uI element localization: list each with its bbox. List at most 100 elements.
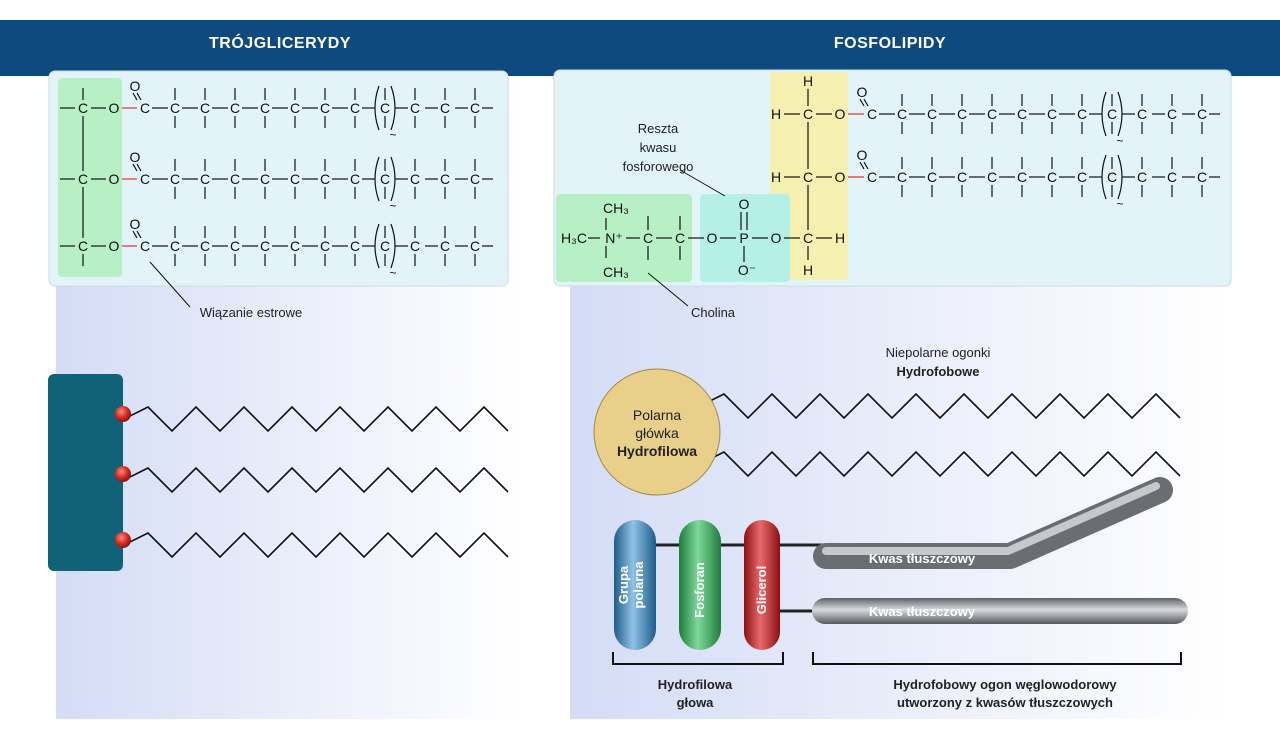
atom-label: C bbox=[350, 100, 360, 116]
atom-label: O bbox=[130, 216, 141, 232]
bond-line bbox=[132, 92, 138, 101]
bond-line bbox=[859, 98, 865, 107]
atom-label: C bbox=[927, 169, 937, 185]
atom-label: ~ bbox=[1116, 134, 1123, 148]
atom-label: C bbox=[803, 230, 813, 246]
bracket-left bbox=[1101, 154, 1107, 200]
header-bar bbox=[0, 20, 1280, 76]
triglyceride-zigzag-tail bbox=[123, 405, 509, 433]
header-title-phospholipids: FOSFOLIPIDY bbox=[833, 35, 947, 52]
atom-label: C bbox=[170, 171, 180, 187]
atom-label: C bbox=[200, 100, 210, 116]
atom-label: C bbox=[230, 171, 240, 187]
fatty-acid-label-2: Kwas tłuszczowy bbox=[869, 604, 976, 619]
atom-label: C bbox=[320, 171, 330, 187]
atom-label: C bbox=[675, 230, 685, 246]
atom-label: C bbox=[410, 100, 420, 116]
atom-label: C bbox=[410, 171, 420, 187]
atom-label: C bbox=[140, 238, 150, 254]
glycerol-highlight-left bbox=[58, 78, 122, 277]
atom-label: C bbox=[170, 100, 180, 116]
atom-label: C bbox=[78, 238, 88, 254]
capsule-polar-label-1: Grupa bbox=[616, 565, 631, 604]
atom-label: C bbox=[1107, 169, 1117, 185]
atom-label: CH₃ bbox=[603, 200, 629, 216]
atom-label: O bbox=[109, 171, 120, 187]
atom-label: H₃C bbox=[561, 230, 587, 246]
atom-label: H bbox=[803, 73, 813, 89]
capsule-polar-label-2: polarna bbox=[631, 561, 646, 609]
glycerol-block bbox=[48, 374, 123, 571]
atom-label: O bbox=[739, 196, 750, 212]
atom-label: O bbox=[857, 147, 868, 163]
atom-label: C bbox=[1167, 106, 1177, 122]
atom-label: ~ bbox=[1116, 197, 1123, 211]
atom-label: C bbox=[470, 100, 480, 116]
capsule-polar-group bbox=[614, 520, 656, 650]
atom-label: O bbox=[857, 84, 868, 100]
atom-label: C bbox=[350, 238, 360, 254]
atom-label: C bbox=[957, 169, 967, 185]
choline-label: Cholina bbox=[690, 305, 736, 320]
atom-label: C bbox=[320, 100, 330, 116]
bracket-left bbox=[374, 156, 380, 202]
nonpolar-tails-label: Niepolarne ogonki Hydrofobowe bbox=[885, 345, 991, 379]
atom-label: C bbox=[260, 100, 270, 116]
atom-label: ~ bbox=[389, 199, 396, 213]
atom-label: C bbox=[290, 100, 300, 116]
atom-label: C bbox=[1077, 169, 1087, 185]
bond-line bbox=[136, 92, 142, 101]
atom-label: C bbox=[1017, 169, 1027, 185]
atom-label: C bbox=[170, 238, 180, 254]
atom-label: C bbox=[440, 238, 450, 254]
atom-label: C bbox=[440, 100, 450, 116]
atom-label: C bbox=[1137, 169, 1147, 185]
atom-label: C bbox=[380, 238, 390, 254]
atom-label: O bbox=[109, 100, 120, 116]
bond-line bbox=[863, 98, 869, 107]
phospholipid-zigzag-tail bbox=[699, 450, 1181, 478]
atom-label: C bbox=[1167, 169, 1177, 185]
bracket-hydrophobic-tail bbox=[812, 652, 1182, 665]
atom-label: O bbox=[835, 169, 846, 185]
atom-label: C bbox=[350, 171, 360, 187]
ester-bond-dot bbox=[115, 406, 131, 422]
atom-label: C bbox=[1047, 169, 1057, 185]
atom-label: O bbox=[109, 238, 120, 254]
atom-label: C bbox=[897, 106, 907, 122]
atom-label: C bbox=[867, 106, 877, 122]
atom-label: C bbox=[470, 238, 480, 254]
bracket-hydrophilic-head bbox=[612, 652, 784, 665]
atom-label: C bbox=[200, 171, 210, 187]
atom-label: C bbox=[987, 169, 997, 185]
atom-label: O bbox=[707, 230, 718, 246]
phosphate-leader bbox=[679, 169, 726, 197]
polar-head-circle bbox=[593, 368, 721, 496]
atom-label: C bbox=[803, 169, 813, 185]
bracket-left bbox=[1101, 91, 1107, 137]
atom-label: C bbox=[643, 230, 653, 246]
atom-label: C bbox=[260, 171, 270, 187]
atom-label: C bbox=[78, 100, 88, 116]
atom-label: C bbox=[290, 238, 300, 254]
atom-label: C bbox=[470, 171, 480, 187]
atom-label: C bbox=[320, 238, 330, 254]
atom-label: C bbox=[260, 238, 270, 254]
capsule-glycerol-label: Glicerol bbox=[754, 566, 769, 614]
phosphate-highlight bbox=[700, 194, 790, 282]
atom-label: C bbox=[867, 169, 877, 185]
bracket-left bbox=[374, 85, 380, 131]
atom-label: C bbox=[380, 171, 390, 187]
bracket-left bbox=[374, 223, 380, 269]
atom-label: C bbox=[927, 106, 937, 122]
atom-label: O bbox=[130, 78, 141, 94]
atom-label: C bbox=[380, 100, 390, 116]
bracket-head-label: Hydrofilowa głowa bbox=[657, 677, 733, 710]
choline-highlight bbox=[556, 194, 692, 282]
phospholipid-zigzag-tail bbox=[699, 392, 1181, 420]
atom-label: P bbox=[739, 230, 748, 246]
capsule-glycerol bbox=[744, 520, 780, 650]
atom-label: C bbox=[1137, 106, 1147, 122]
